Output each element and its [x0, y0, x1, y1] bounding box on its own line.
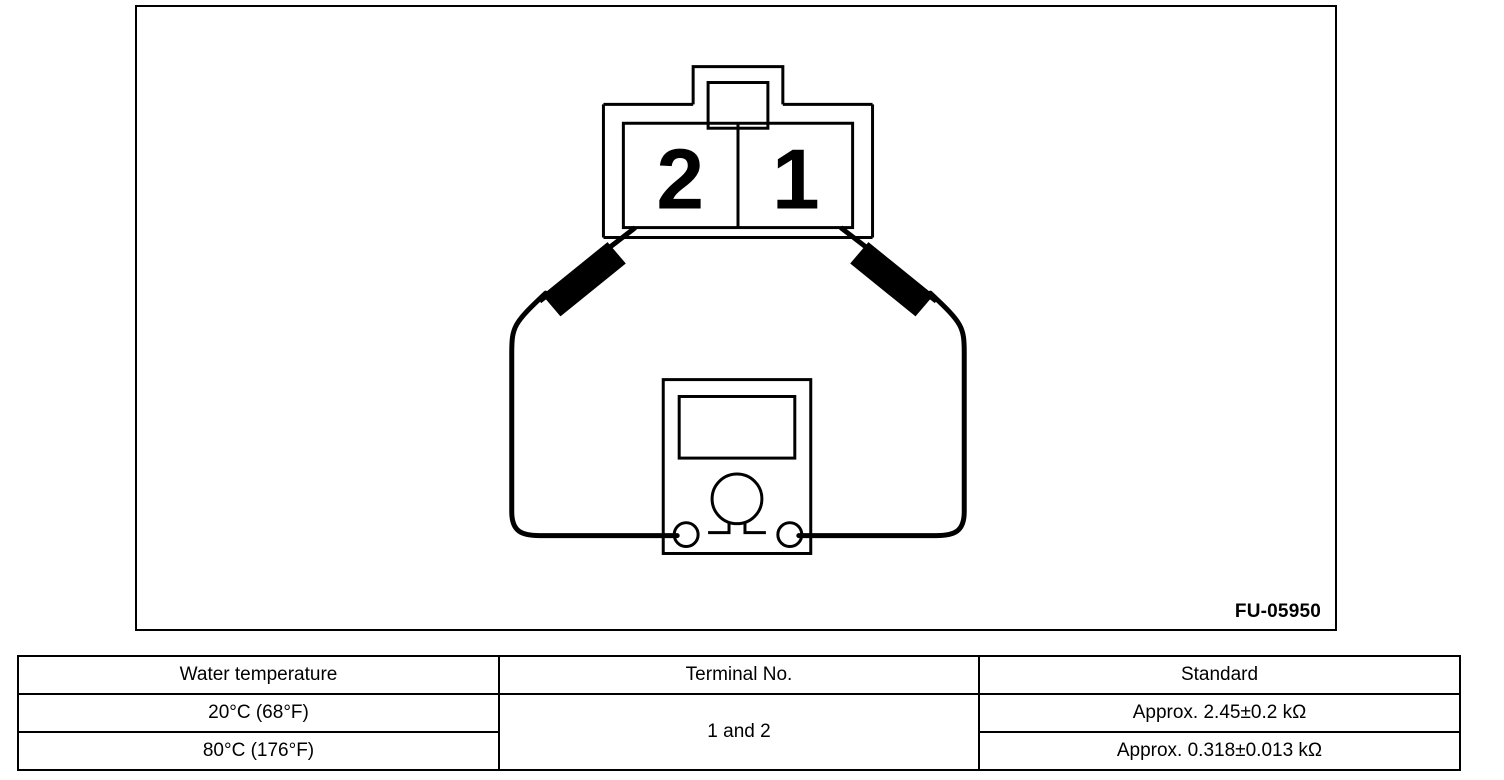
ohm-symbol-circle: [710, 472, 764, 526]
cell-temperature-row1: 20°C (68°F): [17, 693, 500, 733]
connector-ohmmeter-diagram: 2 1: [509, 65, 967, 555]
terminal-label-2: 2: [656, 133, 704, 228]
ohm-symbol-feet: [708, 521, 766, 535]
cell-terminal-merged: 1 and 2: [498, 693, 980, 771]
cell-standard-row2: Approx. 0.318±0.013 kΩ: [978, 731, 1461, 771]
specification-table: Water temperature Terminal No. Standard …: [17, 655, 1461, 771]
connector-housing: [601, 65, 875, 240]
header-standard: Standard: [978, 655, 1461, 695]
right-probe-handle: [850, 242, 934, 317]
header-water-temperature: Water temperature: [17, 655, 500, 695]
ohmmeter: [661, 378, 813, 555]
table-header-row: Water temperature Terminal No. Standard: [17, 655, 1461, 695]
meter-body: [661, 378, 813, 555]
left-probe-handle: [542, 242, 626, 317]
table-row: 80°C (176°F) Approx. 0.318±0.013 kΩ: [17, 731, 1461, 771]
cell-standard-row1: Approx. 2.45±0.2 kΩ: [978, 693, 1461, 733]
meter-jack-right: [776, 521, 804, 549]
left-lead-wire: [509, 290, 680, 539]
cell-temperature-row2: 80°C (176°F): [17, 731, 500, 771]
figure-code-label: FU-05950: [1234, 601, 1321, 622]
connector-latch-inner: [706, 81, 770, 130]
header-terminal-no: Terminal No.: [498, 655, 980, 695]
connector-latch-tab: [691, 65, 785, 105]
right-test-lead: [796, 290, 967, 539]
meter-display: [677, 395, 797, 460]
left-test-lead: [509, 290, 680, 539]
meter-jack-left: [672, 521, 700, 549]
terminal-label-1: 1: [772, 133, 820, 228]
connector-outer-body: [601, 102, 875, 240]
right-lead-wire: [796, 290, 967, 539]
figure-panel: 2 1 FU-05950: [135, 5, 1337, 631]
table-row: 20°C (68°F) 1 and 2 Approx. 2.45±0.2 kΩ: [17, 693, 1461, 771]
